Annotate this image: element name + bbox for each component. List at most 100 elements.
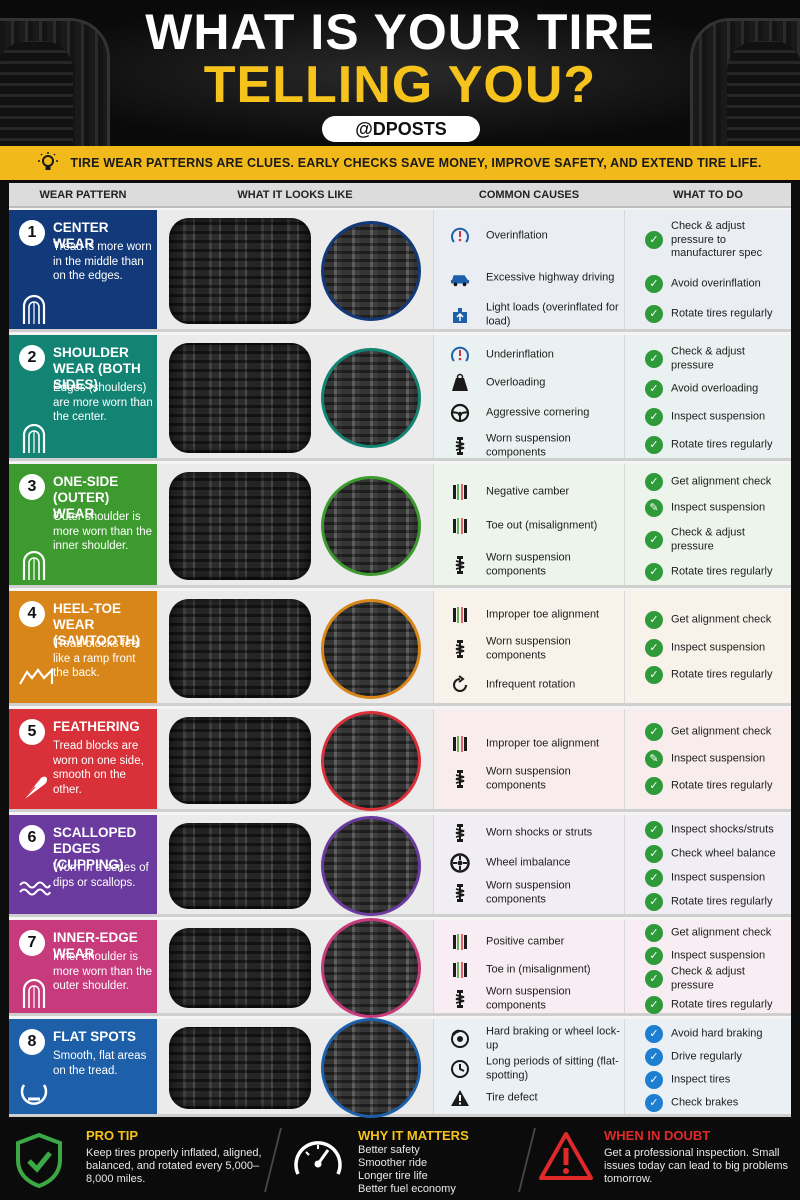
table-row: 8 FLAT SPOTS Smooth, flat areas on the t… bbox=[9, 1018, 791, 1118]
cause-item: Worn suspension components bbox=[442, 763, 624, 795]
todo-cell: ✓ Check & adjust pressure ✓ Avoid overlo… bbox=[625, 335, 791, 458]
causes-cell: Hard braking or wheel lock-up Long perio… bbox=[433, 1019, 625, 1114]
todo-text: Check & adjust pressure bbox=[671, 345, 745, 372]
check-icon: ✓ bbox=[645, 1071, 663, 1089]
cause-item: Positive camber bbox=[442, 926, 624, 958]
pattern-description: Smooth, flat areas on the tread. bbox=[53, 1050, 147, 1077]
todo-text: Get alignment check bbox=[671, 475, 772, 488]
wear-pattern-cell: 7 INNER-EDGE WEAR Inner shoulder is more… bbox=[9, 920, 157, 1013]
steering-wheel-icon bbox=[450, 403, 470, 423]
cause-text: Worn shocks or struts bbox=[486, 826, 593, 839]
pattern-number: 1 bbox=[19, 220, 45, 246]
todo-item: ✓ Rotate tires regularly bbox=[631, 993, 791, 1017]
todo-item: ✎ Inspect suspension bbox=[631, 496, 791, 520]
todo-text: Inspect shocks/struts bbox=[671, 823, 774, 836]
todo-text: Rotate tires regularly bbox=[671, 438, 773, 451]
outer-wear-icon bbox=[19, 548, 49, 580]
cause-item: Worn suspension components bbox=[442, 877, 624, 909]
todo-item: ✓ Check brakes bbox=[631, 1091, 791, 1115]
todo-text: Get alignment check bbox=[671, 926, 772, 939]
cause-text: Worn suspension components bbox=[486, 879, 571, 906]
todo-item: ✓ Avoid hard braking bbox=[631, 1022, 791, 1046]
todo-text: Inspect suspension bbox=[671, 410, 766, 423]
tire-photos bbox=[157, 1018, 433, 1118]
cause-text: Hard braking or wheel lock-up bbox=[486, 1025, 620, 1052]
rotation-icon bbox=[450, 675, 470, 695]
why-list: Better safety Smoother ride Longer tire … bbox=[358, 1144, 518, 1196]
why-item: Longer tire life bbox=[358, 1170, 428, 1182]
cause-item: Excessive highway driving bbox=[442, 262, 624, 294]
tread-closeup-photo bbox=[321, 710, 421, 811]
todo-text: Rotate tires regularly bbox=[671, 565, 773, 578]
causes-cell: Worn shocks or struts Wheel imbalance Wo… bbox=[433, 815, 625, 914]
check-icon: ✓ bbox=[645, 996, 663, 1014]
cause-item: Overloading bbox=[442, 367, 624, 399]
todo-text: Check wheel balance bbox=[671, 847, 776, 860]
todo-item: ✓ Avoid overloading bbox=[631, 377, 791, 401]
why-section: WHY IT MATTERS Better safety Smoother ri… bbox=[280, 1120, 528, 1200]
check-icon: ✓ bbox=[645, 924, 663, 942]
todo-item: ✓ Inspect suspension bbox=[631, 866, 791, 890]
cause-item: Worn suspension components bbox=[442, 633, 624, 665]
tread-closeup-photo bbox=[321, 918, 421, 1018]
todo-item: ✓ Get alignment check bbox=[631, 608, 791, 632]
todo-text: Check brakes bbox=[671, 1096, 739, 1109]
camber-icon bbox=[450, 482, 470, 502]
check-icon: ✓ bbox=[645, 611, 663, 629]
todo-text: Rotate tires regularly bbox=[671, 779, 773, 792]
todo-item: ✓ Check & adjust pressure bbox=[631, 345, 791, 372]
check-icon: ✓ bbox=[645, 1025, 663, 1043]
cause-text: Worn suspension components bbox=[486, 985, 571, 1012]
todo-text: Inspect suspension bbox=[671, 641, 766, 654]
cause-item: Aggressive cornering bbox=[442, 397, 624, 429]
pro-tip-title: PRO TIP bbox=[86, 1128, 139, 1143]
todo-item: ✓ Rotate tires regularly bbox=[631, 302, 791, 326]
shoulder-wear-icon bbox=[19, 421, 49, 453]
pattern-number: 5 bbox=[19, 719, 45, 745]
check-icon: ✓ bbox=[645, 531, 663, 549]
why-item: Smoother ride bbox=[358, 1157, 428, 1169]
todo-item: ✓ Check & adjust pressure to manufacture… bbox=[631, 220, 791, 259]
todo-text: Rotate tires regularly bbox=[671, 307, 773, 320]
cause-text: Negative camber bbox=[486, 485, 570, 498]
light-load-icon bbox=[450, 305, 470, 325]
pattern-description: Tread blocks feel like a ramp front the … bbox=[53, 638, 141, 679]
cause-item: Overinflation bbox=[442, 220, 624, 252]
cause-item: Tire defect bbox=[442, 1082, 624, 1114]
cause-item: Worn suspension components bbox=[442, 430, 624, 462]
cause-text: Worn suspension components bbox=[486, 765, 571, 792]
pattern-name: SCALLOPED EDGES (CUPPING) bbox=[53, 825, 137, 872]
column-header: WHAT TO DO bbox=[673, 189, 743, 201]
pattern-name: FEATHERING bbox=[53, 719, 140, 734]
tread-closeup-photo bbox=[321, 816, 421, 916]
todo-text: Inspect suspension bbox=[671, 949, 766, 962]
todo-item: ✓ Avoid overinflation bbox=[631, 272, 791, 296]
pro-tip-section: PRO TIP Keep tires properly inflated, al… bbox=[0, 1120, 268, 1200]
cause-text: Infrequent rotation bbox=[486, 678, 576, 691]
check-icon: ✓ bbox=[645, 231, 663, 249]
cause-text: Worn suspension components bbox=[486, 635, 571, 662]
cause-item: Light loads (overinflated for load) bbox=[442, 299, 624, 331]
pattern-number: 2 bbox=[19, 345, 45, 371]
check-icon: ✓ bbox=[645, 970, 663, 988]
tire-photos bbox=[157, 210, 433, 329]
cause-text: Worn suspension components bbox=[486, 432, 571, 459]
center-wear-icon bbox=[19, 292, 49, 324]
tire-tread-photo bbox=[169, 717, 311, 804]
why-item: Better fuel economy bbox=[358, 1183, 456, 1195]
cause-text: Tire defect bbox=[486, 1091, 538, 1104]
todo-text: Inspect suspension bbox=[671, 871, 766, 884]
cause-text: Excessive highway driving bbox=[486, 271, 615, 284]
info-banner: TIRE WEAR PATTERNS ARE CLUES. EARLY CHEC… bbox=[0, 146, 800, 180]
cause-item: Underinflation bbox=[442, 339, 624, 371]
check-icon: ✓ bbox=[645, 408, 663, 426]
causes-cell: Underinflation Overloading Aggressive co… bbox=[433, 335, 625, 458]
table-row: 5 FEATHERING Tread blocks are worn on on… bbox=[9, 709, 791, 812]
wear-pattern-cell: 3 ONE-SIDE (OUTER) WEAR Outer shoulder i… bbox=[9, 464, 157, 585]
cause-item: Worn suspension components bbox=[442, 549, 624, 581]
todo-item: ✓ Inspect suspension bbox=[631, 636, 791, 660]
pattern-name: HEEL-TOE WEAR (SAWTOOTH) bbox=[53, 601, 140, 648]
suspension-icon bbox=[450, 883, 470, 903]
cause-item: Improper toe alignment bbox=[442, 599, 624, 631]
pattern-name: SHOULDER WEAR (BOTH SIDES) bbox=[53, 345, 141, 392]
